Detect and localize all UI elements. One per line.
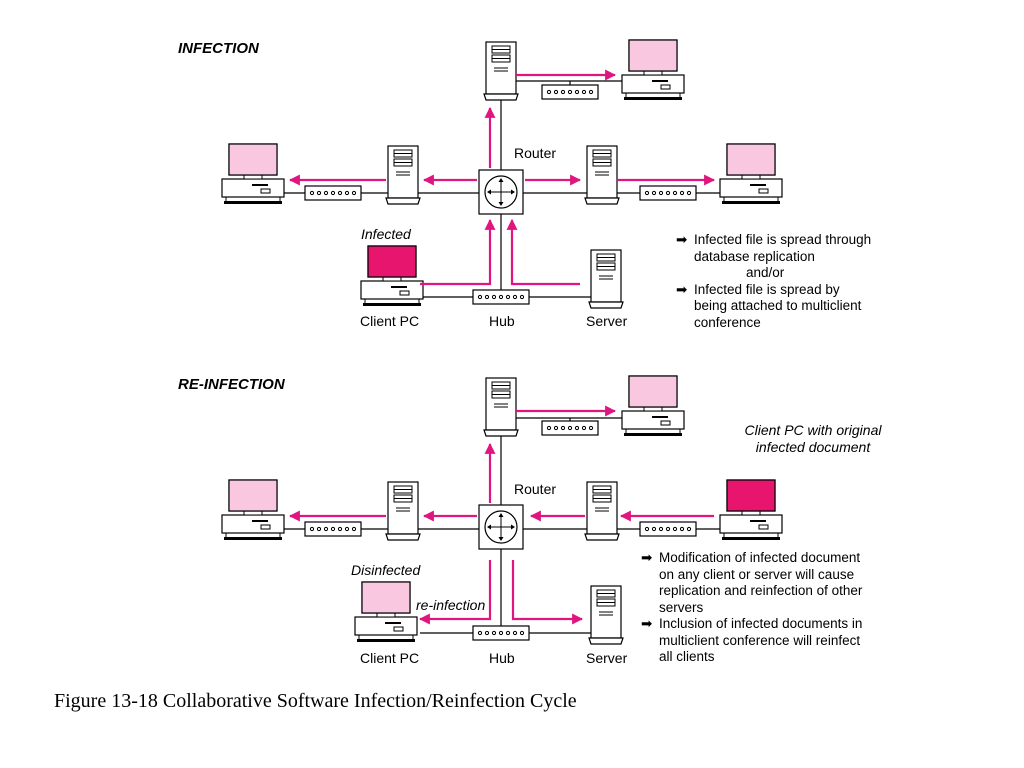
infection-section: [221, 39, 783, 309]
infection-note-2-line-1: Infected file is spread by: [694, 281, 840, 297]
reinfection-note-2-line-3: all clients: [659, 649, 715, 664]
left-server: [385, 145, 421, 205]
original-infected-client-screen: [726, 479, 776, 512]
right-client-screen: [726, 143, 776, 176]
reinfection-arrows: [288, 405, 714, 625]
re-bottom-server: [588, 585, 624, 645]
bottom-server: [588, 249, 624, 309]
arrow-bullet-icon: ➡: [676, 232, 688, 247]
reinfection-title: RE-INFECTION: [178, 376, 285, 393]
re-top-server: [483, 377, 519, 437]
re-client-pc-label: Client PC: [360, 650, 420, 666]
re-hub-label: Hub: [489, 650, 515, 666]
hub-label: Hub: [489, 313, 515, 329]
arrow-bullet-icon: ➡: [641, 550, 653, 565]
infection-notes: ➡ Infected file is spread through databas…: [676, 232, 871, 331]
disinfected-label: Disinfected: [351, 562, 421, 578]
reinfection-note-1-line-1: Modification of infected document: [659, 550, 861, 565]
disinfected-client-screen: [361, 581, 411, 614]
original-infected-callout: Client PC with original infected documen…: [744, 422, 882, 455]
reinfection-arrow-label: re-infection: [416, 597, 486, 613]
bottom-hub: [472, 289, 530, 305]
infection-note-1-line-2: database replication: [694, 248, 815, 264]
right-hub: [639, 185, 697, 201]
infection-note-1-line-1: Infected file is spread through: [694, 232, 872, 247]
re-server-label: Server: [586, 650, 628, 666]
reinfection-note-1-line-2: on any client or server will cause: [659, 566, 855, 582]
left-hub: [304, 185, 362, 201]
reinfection-note-1-line-4: servers: [659, 599, 704, 615]
left-client-screen: [228, 143, 278, 176]
top-hub: [541, 84, 599, 100]
re-router-label: Router: [514, 481, 557, 497]
re-left-hub: [304, 521, 362, 537]
re-right-server: [584, 481, 620, 541]
reinfection-notes: ➡ Modification of infected document on an…: [641, 550, 862, 666]
right-server: [584, 145, 620, 205]
re-top-hub: [541, 420, 599, 436]
re-router: [478, 504, 524, 550]
router: [478, 169, 524, 215]
re-left-server: [385, 481, 421, 541]
reinfection-note-1-line-3: replication and reinfection of other: [659, 583, 863, 598]
router-label: Router: [514, 145, 557, 161]
arrow-bullet-icon: ➡: [641, 616, 653, 631]
client-pc-label: Client PC: [360, 313, 420, 329]
infection-note-2-line-2: being attached to multiclient: [694, 298, 862, 313]
infection-arrows: [288, 69, 716, 286]
infected-label: Infected: [361, 226, 411, 242]
top-client-screen: [628, 39, 678, 72]
re-bottom-hub: [472, 625, 530, 641]
reinfection-note-2-line-1: Inclusion of infected documents in: [659, 616, 863, 631]
server-label: Server: [586, 313, 628, 329]
top-server: [483, 41, 519, 101]
reinfection-note-2-line-2: multiclient conference will reinfect: [659, 632, 861, 648]
infected-client-screen: [367, 245, 417, 278]
reinfection-section: [221, 375, 783, 645]
infection-note-2-line-3: conference: [694, 314, 761, 330]
re-left-client-screen: [228, 479, 278, 512]
infection-title: INFECTION: [178, 40, 259, 57]
figure-caption: Figure 13-18 Collaborative Software Infe…: [54, 690, 577, 712]
re-right-hub: [639, 521, 697, 537]
arrow-bullet-icon: ➡: [676, 281, 688, 297]
infection-note-andor: and/or: [746, 265, 785, 280]
re-top-client-screen: [628, 375, 678, 408]
